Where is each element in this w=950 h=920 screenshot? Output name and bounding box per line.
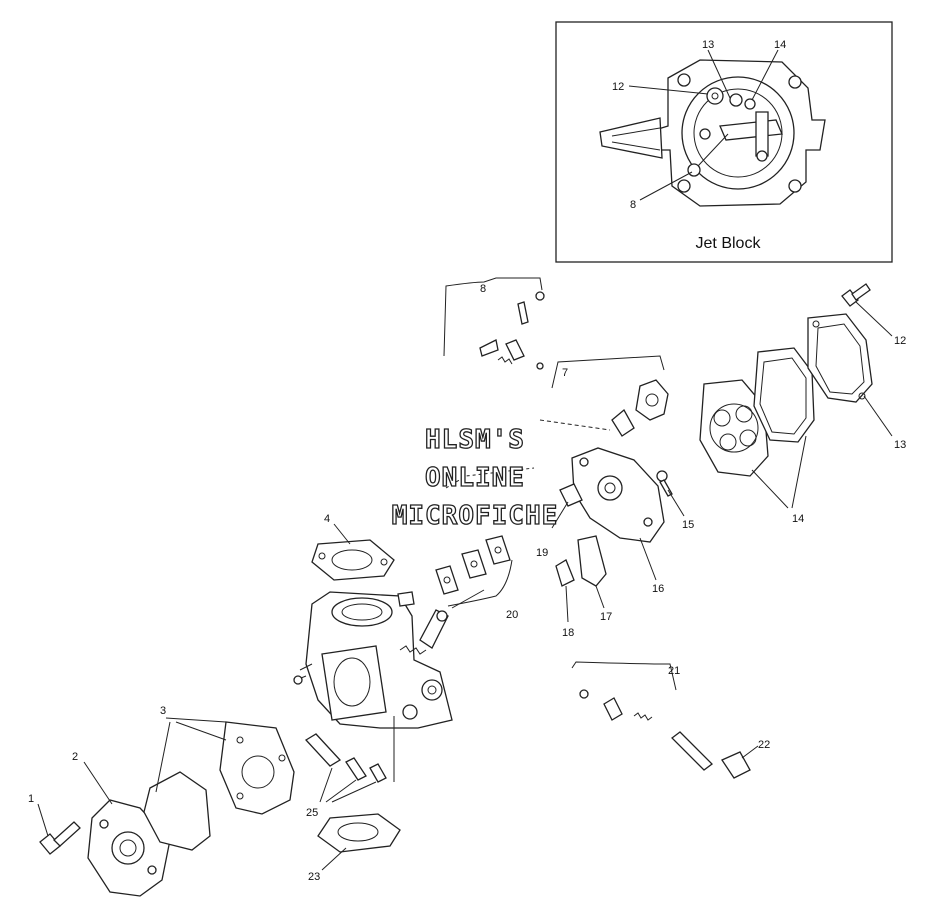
part-cover-2 [87,799,171,897]
inset-callouts: 12 13 14 8 [612,39,786,211]
part-diaphragm-15 [699,347,815,477]
callout-3: 3 [160,705,166,717]
callout-18: 17 [600,611,612,623]
callout-2: 2 [72,751,78,763]
callout-12: 14 [774,39,786,51]
callout-16: 15 [682,519,694,531]
part-screw-16 [656,470,673,497]
callout-10: 12 [612,81,624,93]
part-screw-1 [39,821,81,855]
callout-25: 25 [306,807,318,819]
part-cover-14 [807,313,873,403]
part-carburetor-body [293,591,453,729]
callout-15: 14 [792,513,804,525]
callout-7: 7 [562,367,568,379]
watermark: HLSM'S ONLINE MICROFICHE [391,424,559,531]
callout-17: 16 [652,583,664,595]
part-gasket-24 [317,813,401,853]
part-gaskets-21 [435,535,511,595]
callout-9: 8 [630,199,636,211]
inset-title: Jet Block [696,235,762,252]
part-pump-7 [611,379,669,437]
callout-8-text: 8 [480,283,486,295]
callout-4: 4 [324,513,330,525]
part-plate-18 [577,535,607,587]
part-jets-25 [304,733,387,783]
callout-19: 18 [562,627,574,639]
part-pump-housing-17 [559,447,665,543]
part-screw-13 [841,283,871,307]
callout-11: 13 [702,39,714,51]
callout-14: 13 [894,439,906,451]
callout-22: 21 [668,665,680,677]
callout-24: 23 [308,871,320,883]
watermark-line3: MICROFICHE [392,501,559,531]
watermark-line2: ONLINE [425,463,525,493]
callout-13-text: 12 [894,335,906,347]
part-gasket-4 [311,539,395,581]
watermark-line1: HLSM'S [425,425,525,455]
part-needle-8 [479,291,545,370]
callout-21: 20 [506,609,518,621]
part-clip-19 [555,559,575,587]
callout-20: 19 [536,547,548,559]
callout-1: 1 [28,793,34,805]
part-gasket-3 [143,721,295,851]
jet-block-inset [555,21,893,263]
callout-23: 22 [758,739,770,751]
part-screw-set-22 [579,689,713,771]
part-cap-23 [721,751,751,779]
